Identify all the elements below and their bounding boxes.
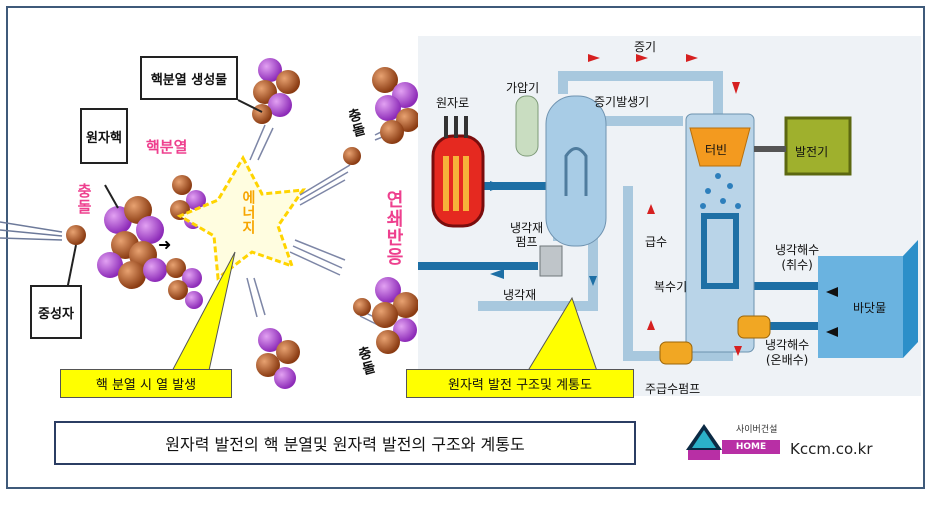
flow-arrows-blue <box>490 181 597 286</box>
logo-house-icon <box>686 424 722 460</box>
site-logo[interactable]: 사이버건설 HOME Kccm.co.kr <box>684 420 884 464</box>
chain-cluster-bottom <box>353 277 419 354</box>
fission-fragments <box>166 175 206 309</box>
flow-arrows-red <box>588 54 742 356</box>
label-energy: 에너지 <box>240 190 256 235</box>
label-steam-generator: 증기발생기 <box>594 95 650 109</box>
label-condenser: 복수기 <box>654 280 688 294</box>
chain-cluster-top <box>343 67 420 165</box>
logo-top-text: 사이버건설 <box>736 425 778 435</box>
label-collision-left: 충돌 <box>75 183 93 215</box>
steam-generator <box>545 95 607 247</box>
plant-callout: 원자력 발전 구조및 계통도 <box>406 369 634 398</box>
label-seawater: 바닷물 <box>853 301 887 315</box>
label-reactor: 원자로 <box>436 96 470 110</box>
condenser-casing <box>685 113 755 353</box>
generator <box>784 116 852 176</box>
condenser-coils <box>701 213 739 289</box>
label-coolant-pump: 냉각재 펌프 <box>510 221 544 249</box>
label-cooling-in: 냉각해수 (취수) <box>775 243 820 272</box>
nucleus-cluster <box>97 196 167 289</box>
label-generator: 발전기 <box>795 145 829 159</box>
energy-star <box>176 154 307 281</box>
label-coolant: 냉각재 <box>503 288 537 302</box>
label-steam: 증기 <box>634 40 657 54</box>
caption-box: 원자력 발전의 핵 분열및 원자력 발전의 구조와 계통도 <box>54 421 636 465</box>
fission-diagram: ➜ <box>0 58 420 389</box>
label-chain-reaction: 연쇄반응 <box>383 190 404 266</box>
condensate-pump <box>659 341 693 365</box>
logo-site-text[interactable]: Kccm.co.kr <box>790 440 873 458</box>
label-fission-product: 핵분열 생성물 <box>140 56 238 100</box>
label-cooling-out: 냉각해수 (온배수) <box>765 338 810 367</box>
neutron-ball <box>66 225 86 245</box>
steam-dots <box>700 173 741 209</box>
arrow-right: ➜ <box>158 235 171 254</box>
outflow-pump <box>737 315 771 339</box>
label-feedwater: 급수 <box>645 235 668 249</box>
label-neutron: 중성자 <box>30 285 82 339</box>
plant-diagram <box>418 36 921 396</box>
logo-badge: HOME <box>722 440 780 454</box>
label-condensate-pump: 주급수펌프 <box>645 382 701 396</box>
product-cluster-top <box>252 58 300 124</box>
coolant-pump <box>539 245 563 277</box>
fuel-rods <box>443 156 469 211</box>
product-cluster-bottom <box>256 328 300 389</box>
label-turbine: 터빈 <box>705 143 728 157</box>
pressurizer <box>515 95 539 157</box>
label-fission: 핵분열 <box>146 138 188 156</box>
label-nucleus: 원자핵 <box>80 108 128 164</box>
fission-callout: 핵 분열 시 열 발생 <box>60 369 232 398</box>
neutron-trail-left <box>0 221 63 241</box>
control-rods <box>444 116 468 138</box>
label-pressurizer: 가압기 <box>506 81 540 95</box>
turbine <box>689 127 751 167</box>
seawater-arrows <box>826 287 838 337</box>
